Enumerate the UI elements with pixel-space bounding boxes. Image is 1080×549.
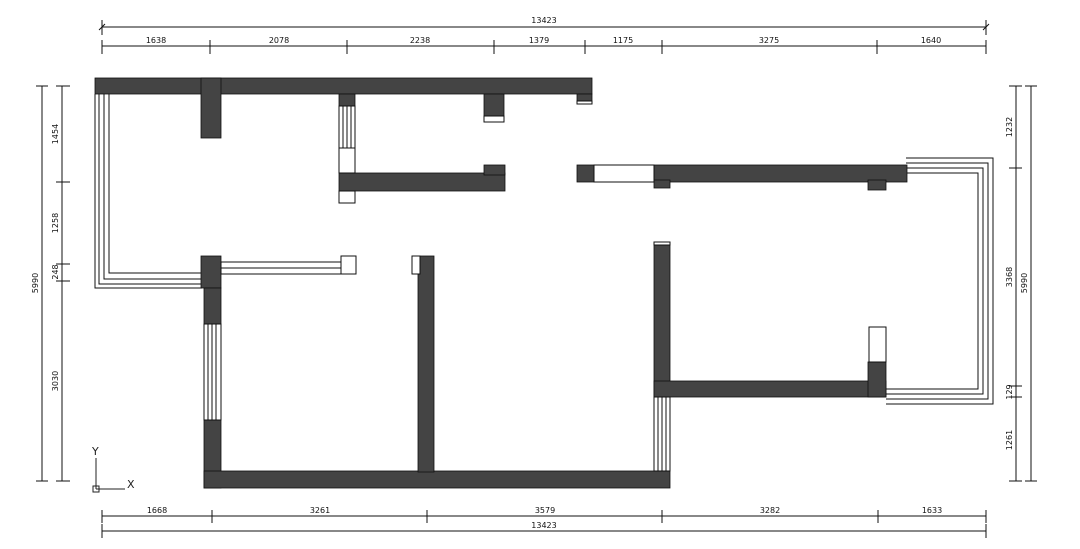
top-dim-1: 1638 [146,36,166,45]
bottom-wall [203,470,671,489]
top-dim-6: 3275 [759,36,779,45]
left-lower-pillar [200,255,222,289]
door-jamb-upper [338,147,356,174]
top-dim-5: 1175 [613,36,633,45]
right-dimension-chain [1009,85,1037,482]
left-bay-window [94,94,202,289]
left-dim-4: 3030 [51,371,60,391]
top-dim-7: 1640 [921,36,941,45]
top-dimension-chain [98,20,990,54]
left-dim-2: 1258 [51,213,60,233]
opening-post-1 [340,255,357,275]
right-inner-wall [653,243,671,398]
bottom-dim-2: 3261 [310,506,330,515]
ucs-axis-icon [92,458,125,493]
right-top-wall-notch-2 [867,179,887,191]
right-wall-stub [576,164,595,183]
left-dimension-chain [36,85,70,482]
bottom-total-dim: 13423 [531,521,556,530]
right-dim-3: 129 [1005,384,1014,399]
ucs-x-label: X [127,478,135,491]
right-end-pillar [867,361,887,398]
left-total-dim: 5990 [31,273,40,293]
top-wall-stub-1 [338,93,356,107]
top-dim-4: 1379 [529,36,549,45]
door-jamb-lower [338,190,356,204]
bottom-dimension-chain [101,510,987,538]
middle-wall-bump [483,164,506,176]
opening-post-2 [411,255,421,275]
right-top-wall-notch-1 [653,179,671,189]
right-bay-window [886,157,994,405]
top-total-dim: 13423 [531,16,556,25]
right-wall-window [593,164,655,183]
top-wall [94,77,593,95]
top-wall-end [576,93,593,102]
upper-left-pillar [200,77,222,139]
left-dim-1: 1454 [51,124,60,144]
top-dim-3: 2238 [410,36,430,45]
interior-wall [417,255,435,473]
middle-wall [338,172,506,192]
right-top-wall [653,164,908,183]
walls [94,77,908,489]
top-end-window [576,100,593,105]
right-inner-wall-cap [653,241,671,246]
bottom-dim-4: 3282 [760,506,780,515]
bottom-dim-3: 3579 [535,506,555,515]
top-wall-stub-2 [483,93,505,117]
bottom-dim-5: 1633 [922,506,942,515]
right-bottom-wall [653,380,887,398]
left-lower-wall-top [203,287,222,325]
top-stub-window [483,115,505,123]
right-dim-1: 1232 [1005,117,1014,137]
right-end-window [868,326,887,363]
ucs-y-label: Y [91,445,99,458]
bottom-dim-1: 1668 [147,506,167,515]
right-total-dim: 5990 [1020,273,1029,293]
right-dim-4: 1261 [1005,430,1014,450]
left-dim-3: 248 [51,264,60,279]
top-dim-2: 2078 [269,36,289,45]
right-dim-2: 3368 [1005,267,1014,287]
windows [203,100,887,472]
